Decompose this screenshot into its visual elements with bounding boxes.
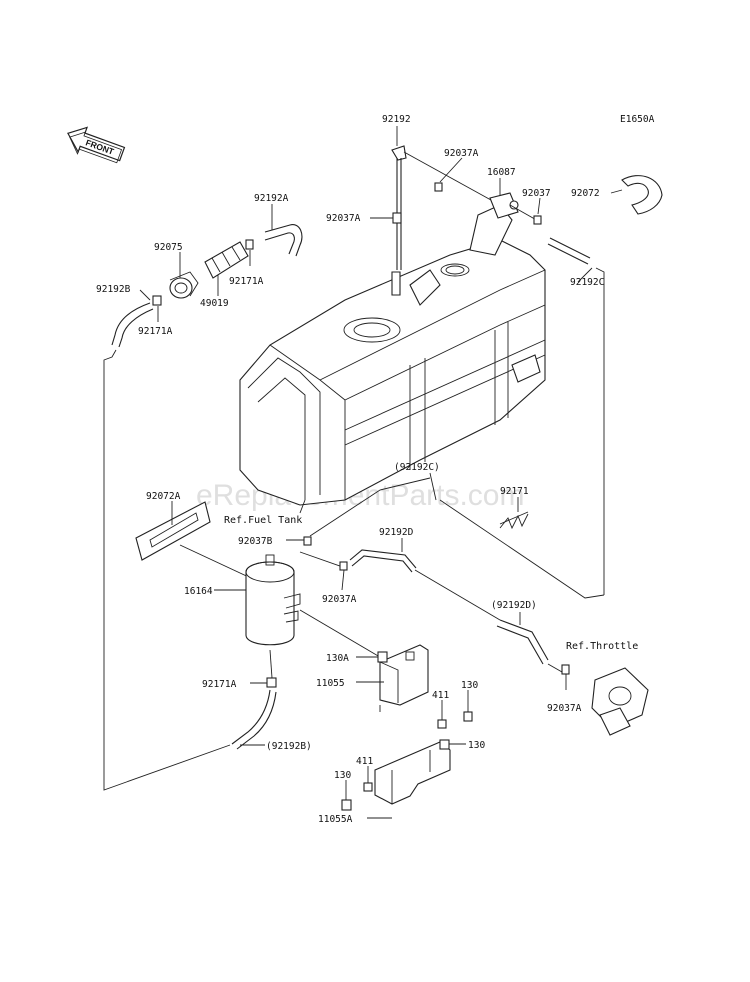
label-92192d: 92192D: [379, 527, 414, 538]
label-92037a-left: 92037A: [326, 213, 361, 224]
label-11055a: 11055A: [318, 814, 353, 825]
label-92075: 92075: [154, 242, 183, 253]
label-92037b: 92037B: [238, 536, 273, 547]
clamp-92037a-right: [561, 664, 570, 675]
cap-92075: [169, 271, 199, 299]
hose-92192b-top: [103, 302, 231, 791]
label-92171a-top: 92171A: [229, 276, 264, 287]
label-130-right: 130: [468, 740, 485, 751]
clamp-92037a-mid: [339, 561, 348, 571]
label-92072a: 92072A: [146, 491, 181, 502]
clamp-92171: [499, 511, 529, 530]
washer-411-top: [437, 719, 447, 729]
label-130-top: 130: [461, 680, 478, 691]
bracket-11055: [379, 644, 429, 706]
label-92037a-right: 92037A: [547, 703, 582, 714]
hose-92192: [391, 145, 407, 270]
label-49019: 49019: [200, 298, 229, 309]
hose-92192a: [264, 224, 303, 257]
label-92192: 92192: [382, 114, 411, 125]
fuel-tank: [239, 204, 546, 506]
label-92072: 92072: [571, 188, 600, 199]
label-92192b-paren: (92192B): [266, 741, 312, 752]
label-411-bottom: 411: [356, 756, 373, 767]
label-11055: 11055: [316, 678, 345, 689]
clamp-92171a-top: [245, 239, 254, 250]
front-arrow-icon: FRONT: [67, 126, 126, 164]
label-92171: 92171: [500, 486, 529, 497]
label-130-bottom: 130: [334, 770, 351, 781]
bolt-130-bottom: [341, 799, 352, 811]
clamp-92171a-bottom: [266, 677, 277, 688]
label-92192d-paren: (92192D): [491, 600, 537, 611]
valve-16087: [489, 192, 519, 219]
leader-lines: [139, 126, 623, 819]
label-92192c-paren: (92192C): [394, 462, 440, 473]
diagram-code: E1650A: [620, 114, 655, 125]
label-130a: 130A: [326, 653, 349, 664]
label-92037a-top: 92037A: [444, 148, 479, 159]
label-92171a-bottom: 92171A: [202, 679, 237, 690]
label-92192c: 92192C: [570, 277, 604, 288]
label-92037a-mid: 92037A: [322, 594, 357, 605]
ref-throttle-label: Ref.Throttle: [566, 641, 638, 652]
hose-92192b-bottom: [231, 689, 277, 750]
label-92192a: 92192A: [254, 193, 289, 204]
band-92072: [621, 175, 663, 215]
label-16164: 16164: [184, 586, 213, 597]
label-92171a-left: 92171A: [138, 326, 173, 337]
bracket-11055a: [374, 741, 451, 805]
part-labels: 92192 92037A 16087 92037 92072 92192A 92…: [96, 114, 604, 825]
hose-92192c: [439, 237, 605, 599]
throttle-body: [591, 667, 649, 736]
clamp-92037: [533, 215, 542, 225]
clamp-92037a-upper: [434, 182, 443, 192]
canister-16164: [245, 554, 301, 646]
label-411-top: 411: [432, 690, 449, 701]
hose-92192d: [349, 549, 501, 621]
clamp-92037a-top: [392, 212, 402, 224]
bolt-130-top: [463, 711, 473, 722]
label-92192b-top: 92192B: [96, 284, 131, 295]
bolt-130-right: [439, 739, 450, 750]
label-92037: 92037: [522, 188, 551, 199]
washer-411-bottom: [363, 782, 373, 792]
clamp-92037b: [303, 536, 312, 546]
ref-fuel-tank-label: Ref.Fuel Tank: [224, 515, 302, 526]
plate-92072a: [135, 501, 211, 561]
clamp-92171a-left: [152, 295, 162, 306]
label-16087: 16087: [487, 167, 516, 178]
filter-49019: [204, 241, 249, 279]
bolt-130a: [377, 651, 388, 663]
hose-92192d-lower: [496, 619, 563, 673]
